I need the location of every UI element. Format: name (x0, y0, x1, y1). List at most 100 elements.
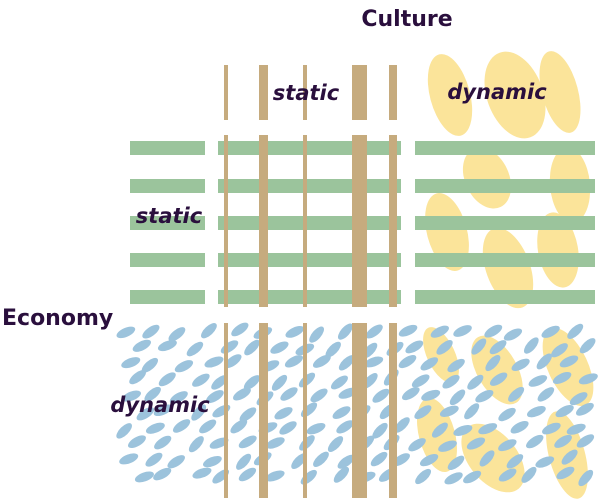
blue-dash (188, 436, 204, 453)
blue-dash (420, 357, 439, 371)
blue-dash (419, 454, 439, 467)
blue-dash (265, 437, 285, 449)
blue-dash (559, 355, 579, 368)
blue-dash (453, 325, 472, 337)
blue-dash (528, 375, 548, 387)
culture-axis-label: Culture (361, 7, 452, 32)
tan-stripe (259, 65, 268, 120)
blue-dash (153, 404, 173, 417)
yellow-blob (427, 54, 473, 136)
blue-dash (485, 355, 501, 372)
blue-dash (201, 323, 217, 339)
blue-dash (167, 455, 185, 469)
green-stripe (415, 290, 595, 304)
blue-dash (402, 387, 420, 401)
blue-dash (332, 406, 351, 419)
economy-axis-label: Economy (2, 306, 113, 331)
blue-dash (484, 324, 503, 338)
tan-stripe (303, 65, 307, 120)
yellow-blob (425, 193, 469, 271)
blue-dash (444, 472, 463, 485)
blue-dash (121, 357, 141, 369)
blue-dash (211, 375, 228, 390)
blue-dash (154, 435, 172, 450)
blue-dash (442, 374, 460, 389)
blue-dash (405, 340, 424, 354)
blue-dash (168, 327, 186, 342)
blue-dash (510, 420, 529, 434)
blue-dash (526, 434, 544, 449)
blue-dash (206, 390, 224, 404)
blue-dash (398, 324, 418, 337)
yellow-blob (537, 212, 579, 288)
blue-dash (537, 387, 555, 402)
dynamic-economy-dashes (116, 322, 598, 487)
blue-dash (511, 358, 530, 371)
blue-dash (508, 386, 525, 402)
blue-dash (145, 452, 163, 467)
green-stripe (218, 290, 401, 304)
yellow-blob (471, 335, 523, 405)
blue-dash (471, 338, 487, 355)
green-stripe (415, 216, 595, 230)
blue-dash (284, 355, 303, 368)
blue-dash (555, 404, 574, 418)
blue-dash (116, 423, 132, 439)
blue-dash (579, 338, 596, 354)
blue-dash (506, 454, 524, 469)
blue-dash (134, 471, 154, 483)
blue-dash (336, 420, 354, 434)
blue-dash (535, 456, 555, 468)
blue-dash (408, 438, 426, 452)
blue-dash (313, 451, 329, 467)
blue-dash (300, 469, 317, 485)
blue-dash (364, 356, 384, 368)
blue-dash (447, 455, 465, 471)
blue-dash (192, 467, 212, 479)
yellow-blob (462, 147, 512, 209)
blue-dash (122, 390, 141, 402)
blue-dash (431, 422, 448, 438)
yellow-blob (546, 411, 588, 499)
blue-dash (337, 323, 353, 340)
blue-dash (489, 340, 507, 355)
blue-dash (300, 402, 318, 418)
blue-dash (119, 453, 139, 465)
tan-stripe (303, 135, 307, 307)
tan-stripe (303, 323, 307, 498)
economy-dynamic-label: dynamic (110, 393, 210, 417)
tan-stripe (389, 135, 397, 307)
blue-dash (153, 467, 172, 481)
blue-dash (526, 405, 546, 418)
green-stripe (415, 179, 595, 193)
blue-dash (158, 372, 176, 387)
blue-dash (467, 374, 484, 390)
green-stripe (130, 216, 205, 230)
blue-dash (365, 324, 383, 339)
blue-dash (291, 453, 307, 469)
blue-dash (144, 386, 161, 402)
blue-dash (578, 373, 598, 385)
green-stripe (415, 253, 595, 267)
blue-dash (561, 449, 578, 465)
blue-dash (338, 355, 355, 371)
blue-dash (552, 372, 572, 384)
green-stripe (130, 141, 205, 155)
blue-dash (541, 325, 560, 338)
blue-dash (224, 354, 242, 369)
blue-dash (430, 325, 449, 338)
tan-stripe (224, 135, 228, 307)
blue-dash (566, 423, 586, 435)
blue-dash (556, 466, 575, 480)
blue-dash (230, 419, 248, 434)
blue-dash (337, 454, 355, 469)
blue-dash (116, 326, 136, 339)
blue-dash (186, 341, 204, 357)
blue-dash (489, 372, 508, 386)
blue-dash (438, 440, 457, 452)
blue-dash (310, 388, 328, 403)
blue-dash (478, 423, 498, 435)
tan-stripe (352, 323, 367, 498)
blue-dash (312, 355, 331, 368)
blue-dash (285, 326, 304, 338)
